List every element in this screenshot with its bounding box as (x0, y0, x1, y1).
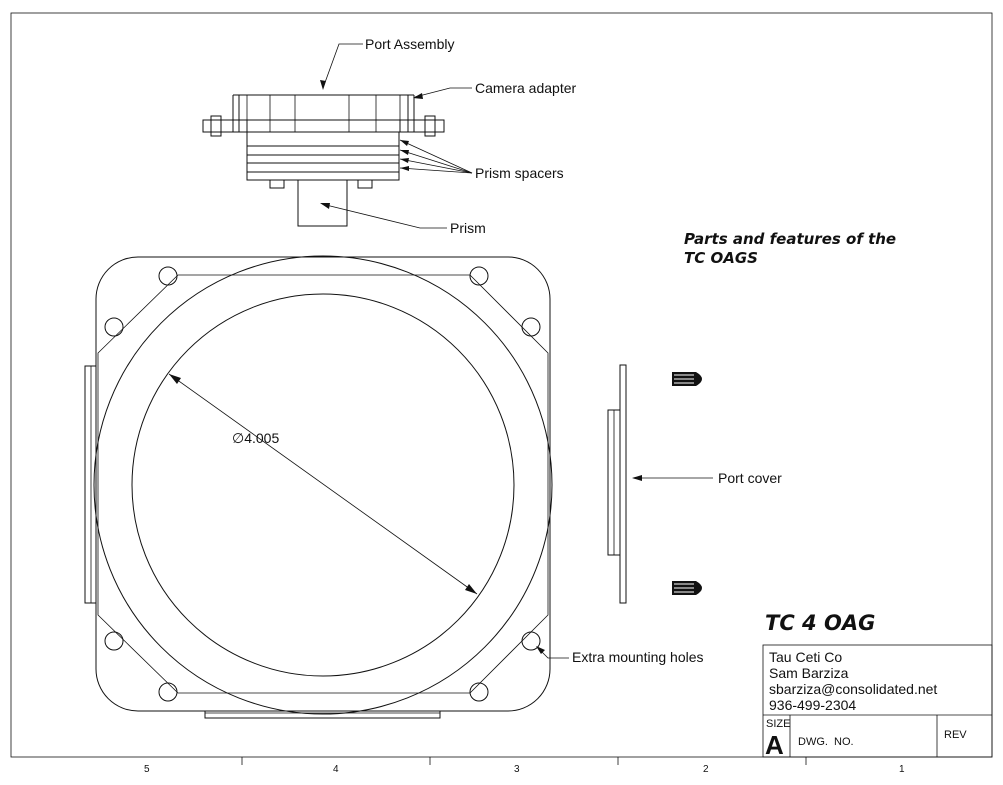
drawing-title: TC 4 OAG (765, 611, 875, 635)
leader-lines (320, 43, 713, 659)
callout-extra-mounting-holes: Extra mounting holes (572, 649, 704, 665)
note-line-1: Parts and features of the (684, 230, 896, 248)
title-block-size-value: A (765, 730, 784, 760)
note-line-2: TC OAGS (684, 249, 758, 267)
title-block (762, 644, 993, 758)
zone-label-5: 5 (144, 764, 150, 775)
zone-label-4: 4 (333, 764, 339, 775)
zone-label-1: 1 (899, 764, 905, 775)
title-block-company: Tau Ceti Co (769, 649, 842, 665)
title-block-size-label: SIZE (766, 718, 790, 730)
callout-prism-spacers: Prism spacers (475, 165, 564, 181)
title-block-author: Sam Barziza (769, 665, 849, 681)
screw-icon (672, 372, 702, 386)
title-block-dwg-no-label: DWG. NO. (798, 736, 854, 748)
diameter-label: ∅4.005 (232, 430, 279, 446)
title-block-email: sbarziza@consolidated.net (769, 681, 937, 697)
callout-camera-adapter: Camera adapter (475, 80, 577, 96)
screw-icon (672, 581, 702, 595)
callout-port-cover: Port cover (718, 470, 782, 486)
zone-label-3: 3 (514, 764, 520, 775)
port-cover-drawing (607, 364, 702, 604)
zone-ticks (241, 757, 807, 765)
zone-label-2: 2 (703, 764, 709, 775)
drawing-border (10, 12, 993, 758)
title-block-phone: 936-499-2304 (769, 697, 856, 713)
diameter-dimension-line (168, 373, 478, 595)
callout-port-assembly: Port Assembly (365, 36, 454, 52)
port-assembly-drawing (202, 94, 445, 227)
callout-prism: Prism (450, 220, 486, 236)
oag-body-drawing (84, 255, 553, 719)
title-block-rev-label: REV (944, 729, 967, 741)
